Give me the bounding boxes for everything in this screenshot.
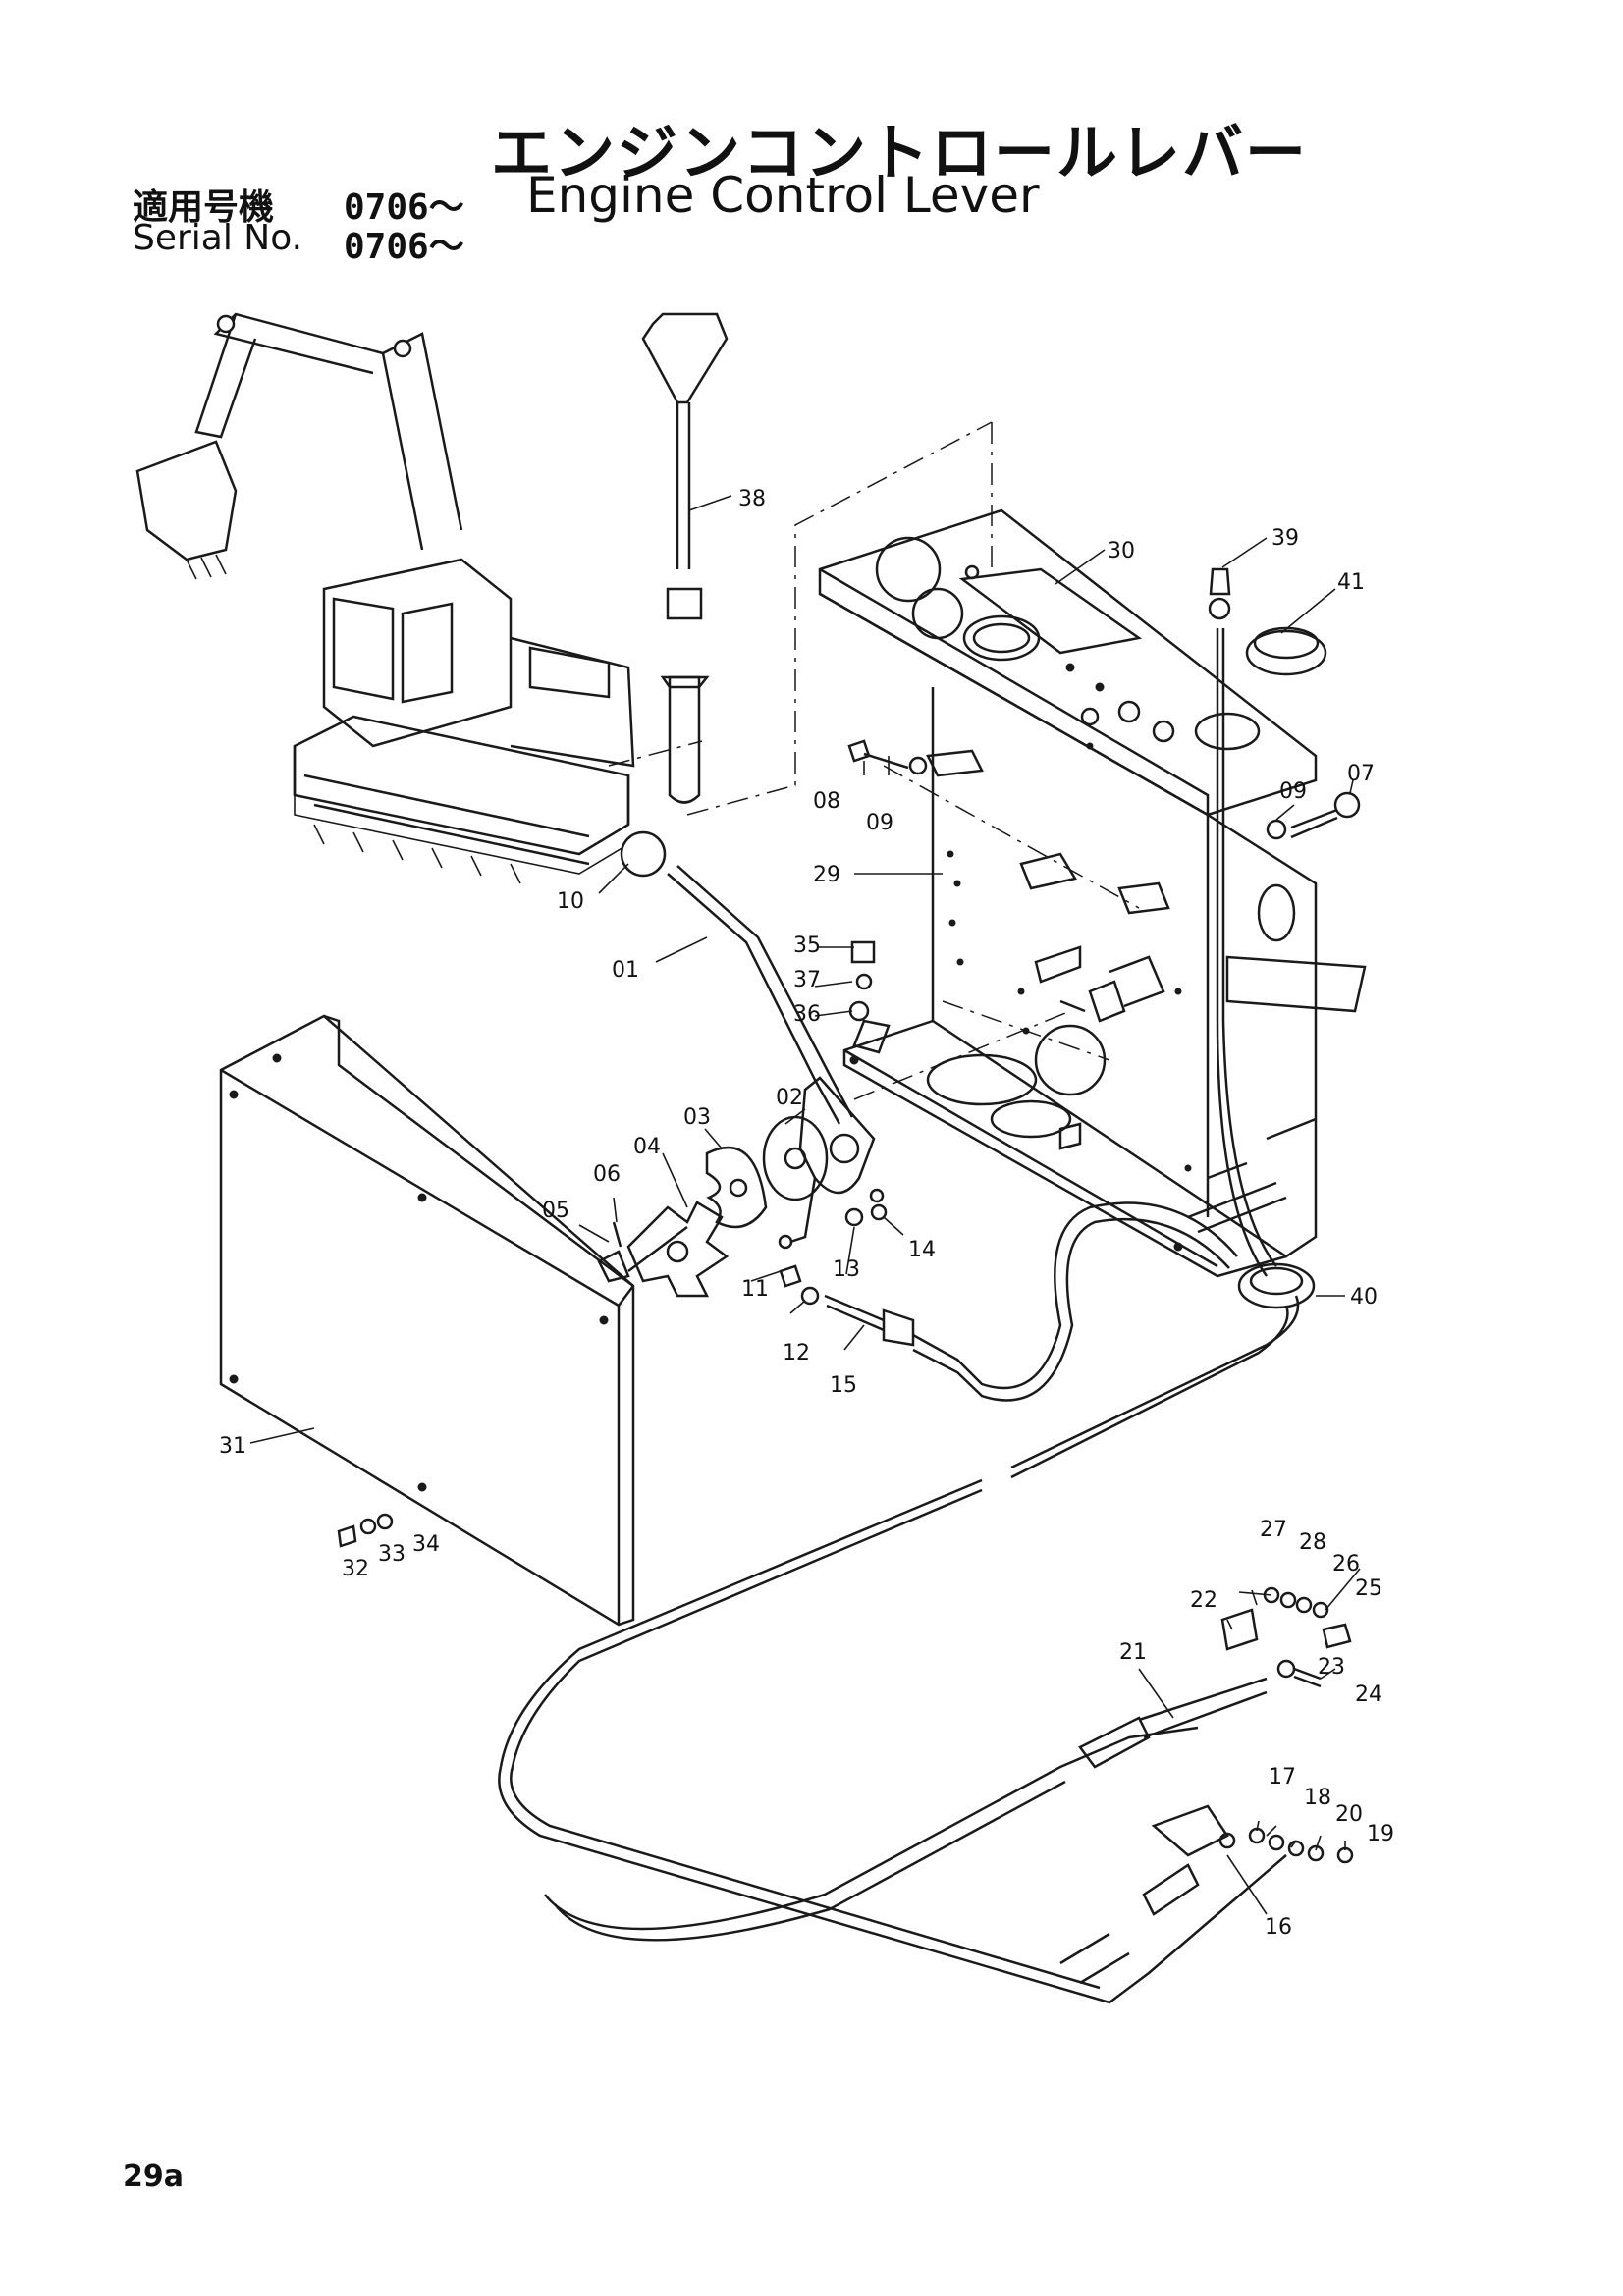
callout-05: 05 — [542, 1199, 569, 1223]
cable-clamp-hardware — [1151, 1586, 1354, 1864]
callout-27: 27 — [1260, 1518, 1287, 1542]
serial-label-japanese: 適用号機 — [133, 187, 275, 228]
callout-32: 32 — [342, 1557, 369, 1581]
callout-40: 40 — [1350, 1285, 1378, 1309]
callout-13: 13 — [833, 1257, 860, 1282]
friction-disc-assembly — [597, 1115, 829, 1298]
callout-23: 23 — [1318, 1655, 1345, 1680]
callout-09a: 09 — [866, 811, 893, 835]
serial-range-english: 0706～ — [344, 227, 464, 267]
callout-12: 12 — [783, 1341, 810, 1365]
part-01-control-lever — [620, 830, 876, 1250]
callout-20: 20 — [1335, 1802, 1363, 1827]
small-fasteners — [779, 940, 915, 1347]
callout-30: 30 — [1108, 539, 1135, 563]
callout-09b: 09 — [1279, 779, 1307, 804]
callout-21: 21 — [1119, 1640, 1147, 1665]
callout-11: 11 — [741, 1277, 769, 1302]
title-japanese: エンジンコントロールレバー — [491, 117, 1309, 188]
callout-41: 41 — [1337, 570, 1365, 595]
callout-06: 06 — [593, 1162, 621, 1187]
callout-02: 02 — [776, 1086, 803, 1110]
callout-17: 17 — [1269, 1765, 1296, 1789]
callout-18: 18 — [1304, 1786, 1331, 1810]
callout-03: 03 — [683, 1105, 711, 1130]
callout-01: 01 — [612, 958, 639, 983]
callout-31: 31 — [219, 1434, 246, 1459]
callout-15: 15 — [830, 1373, 857, 1398]
callout-38: 38 — [738, 487, 766, 511]
callout-24: 24 — [1355, 1682, 1382, 1707]
part-29-main-box — [842, 687, 1367, 1278]
part-38-lever-handle — [641, 312, 729, 804]
callout-33: 33 — [378, 1542, 406, 1567]
callout-34: 34 — [412, 1532, 440, 1557]
callout-37: 37 — [793, 968, 821, 992]
callout-16: 16 — [1265, 1915, 1292, 1940]
callout-29: 29 — [813, 863, 840, 887]
excavator-illustration — [135, 312, 635, 884]
callout-10: 10 — [557, 889, 584, 914]
callout-07: 07 — [1347, 762, 1375, 786]
callout-leader-lines — [249, 495, 1361, 1915]
callout-22: 22 — [1190, 1588, 1217, 1613]
part-31-side-cover — [219, 1014, 635, 1627]
callout-26: 26 — [1332, 1552, 1360, 1576]
serial-label-english: Serial No. — [133, 218, 303, 258]
callout-04: 04 — [633, 1135, 661, 1159]
callout-14: 14 — [908, 1238, 936, 1262]
callout-08: 08 — [813, 789, 840, 814]
title-english: Engine Control Lever — [526, 167, 1040, 224]
part-39-pull-knob — [1208, 567, 1277, 1277]
callout-39: 39 — [1271, 526, 1299, 551]
part-callout-labels: 38 30 39 41 07 09 08 09 29 10 01 35 37 3… — [219, 487, 1394, 1940]
part-41-rubber-cap — [1245, 626, 1327, 676]
part-07-09-bolt-nut — [847, 739, 1361, 840]
part-32-33-34-screw-washers — [337, 1483, 426, 1548]
callout-28: 28 — [1299, 1530, 1326, 1555]
callout-25: 25 — [1355, 1576, 1382, 1601]
serial-range-japanese: 0706～ — [344, 187, 464, 228]
callout-36: 36 — [793, 1002, 821, 1027]
part-40-grommet — [1237, 1262, 1316, 1309]
part-30-top-panel — [818, 508, 1318, 818]
page-number: 29a — [123, 2160, 184, 2194]
callout-35: 35 — [793, 934, 821, 958]
control-cable-route — [498, 1201, 1300, 2004]
callout-19: 19 — [1367, 1822, 1394, 1846]
